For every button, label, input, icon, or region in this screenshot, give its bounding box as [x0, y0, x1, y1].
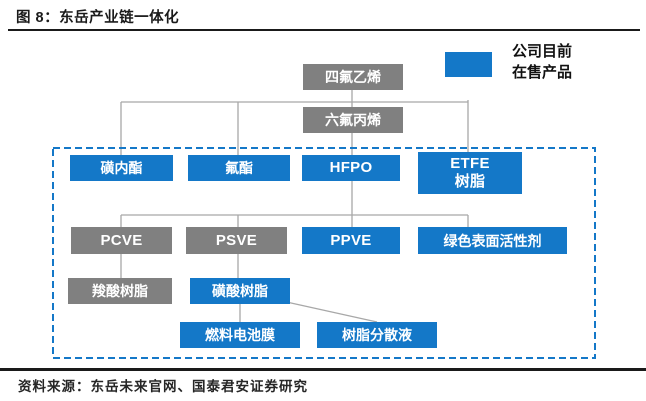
node-fluoroester: 氟酯	[188, 155, 290, 181]
title-divider-line	[8, 29, 640, 31]
node-psve: PSVE	[186, 227, 287, 254]
on-sale-products-dashed-border	[52, 147, 596, 359]
node-hfpo: HFPO	[302, 155, 400, 181]
node-etfe-resin: ETFE 树脂	[418, 152, 522, 194]
legend-label: 公司目前 在售产品	[512, 43, 573, 81]
connector-lines	[120, 90, 469, 323]
node-hexafluoropropylene: 六氟丙烯	[303, 107, 403, 133]
node-resin-dispersion: 树脂分散液	[317, 322, 437, 348]
node-carboxylic-resin: 羧酸树脂	[68, 278, 172, 304]
node-fuel-cell-membrane: 燃料电池膜	[180, 322, 300, 348]
node-pcve: PCVE	[71, 227, 172, 254]
figure-title: 图 8：东岳产业链一体化	[16, 10, 180, 26]
bottom-divider-line	[0, 368, 646, 371]
node-green-surfactant: 绿色表面活性剂	[418, 227, 567, 254]
node-sultone: 磺内酯	[70, 155, 173, 181]
data-source-note: 资料来源：东岳未来官网、国泰君安证券研究	[18, 379, 308, 395]
node-tetrafluoroethylene: 四氟乙烯	[303, 64, 403, 90]
legend-color-swatch	[445, 52, 492, 77]
node-ppve: PPVE	[302, 227, 400, 254]
node-sulfonic-resin: 磺酸树脂	[190, 278, 290, 304]
